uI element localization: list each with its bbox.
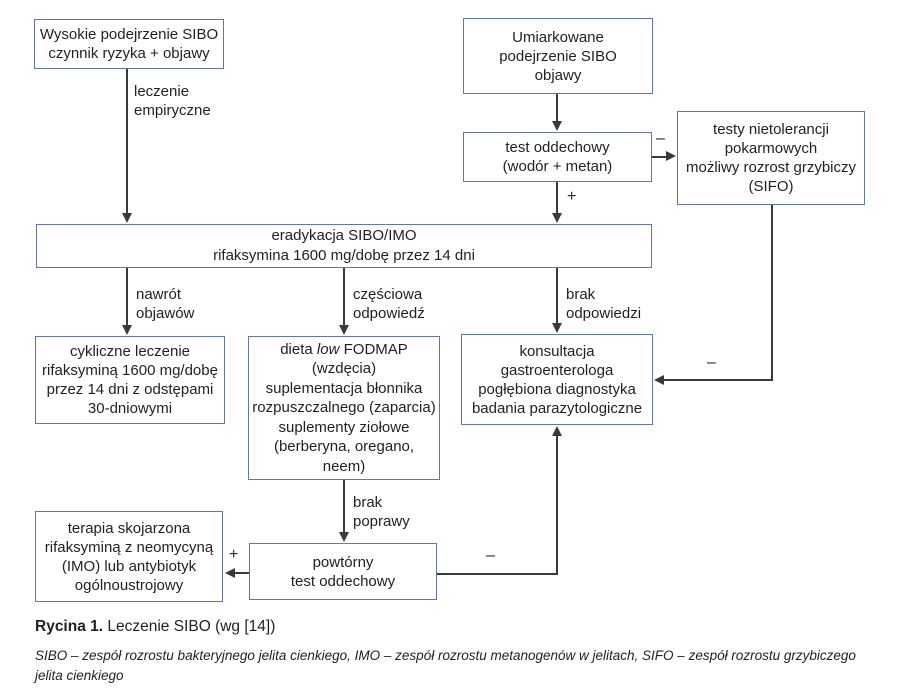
node-text-line: czynnik ryzyka + objawy xyxy=(48,45,210,62)
arrowhead-up-icon xyxy=(552,426,562,436)
node-text-line: rifaksyminą z neomycyną xyxy=(44,538,214,556)
arrowhead-down-icon xyxy=(122,325,132,335)
connector-line xyxy=(437,573,558,575)
node-text-line: 30-dniowymi xyxy=(87,400,173,417)
edge-sign-minus: – xyxy=(486,547,495,564)
node-high-suspicion: Wysokie podejrzenie SIBO czynnik ryzyka … xyxy=(34,19,224,69)
node-text-line: badania parazytologiczne xyxy=(471,399,643,417)
edge-label-no-improvement: brak poprawy xyxy=(353,494,410,530)
figure-caption: Rycina 1. Leczenie SIBO (wg [14]) xyxy=(35,618,275,636)
arrowhead-down-icon xyxy=(339,325,349,335)
arrowhead-left-icon xyxy=(225,568,235,578)
connector-line xyxy=(663,379,773,381)
node-text-line: dieta low FODMAP xyxy=(280,340,408,358)
connector-line xyxy=(234,572,249,574)
node-text-line: podejrzenie SIBO xyxy=(499,47,617,65)
arrowhead-down-icon xyxy=(552,121,562,131)
node-text-line: testy nietolerancji xyxy=(713,121,829,138)
connector-line xyxy=(126,268,128,326)
node-text-line: test oddechowy xyxy=(505,139,610,156)
node-text-line: cykliczne leczenie xyxy=(69,343,191,360)
arrowhead-left-icon xyxy=(654,375,664,385)
node-text-line: konsultacja xyxy=(519,342,595,360)
node-text-line: test oddechowy xyxy=(290,572,396,590)
arrowhead-down-icon xyxy=(552,213,562,223)
edge-label-symptom-relapse: nawrót objawów xyxy=(136,286,195,322)
node-text-line: powtórny xyxy=(312,553,374,571)
connector-line xyxy=(771,205,773,381)
node-text-line: (berberyna, oregano, xyxy=(273,438,415,456)
node-moderate-suspicion: Umiarkowane podejrzenie SIBO objawy xyxy=(463,18,653,94)
node-text-line: terapia skojarzona xyxy=(67,519,191,537)
edge-label-no-response: brak odpowiedzi xyxy=(566,286,642,322)
connector-line xyxy=(652,156,668,158)
node-eradication: eradykacja SIBO/IMO rifaksymina 1600 mg/… xyxy=(36,224,652,268)
node-text-line: rozpuszczalnego (zaparcia) xyxy=(252,399,436,417)
edge-label-partial-response: częściowa odpowiedź xyxy=(353,286,425,322)
node-text-line: (wodór + metan) xyxy=(502,158,613,175)
node-intolerance-tests: testy nietolerancji pokarmowych możliwy … xyxy=(677,111,865,205)
italic-term: low xyxy=(316,340,340,358)
figure-caption-label: Rycina 1. xyxy=(35,618,104,635)
connector-line xyxy=(126,69,128,215)
node-combined-therapy: terapia skojarzona rifaksyminą z neomycy… xyxy=(35,511,223,602)
arrowhead-down-icon xyxy=(552,323,562,333)
arrowhead-right-icon xyxy=(666,151,676,161)
connector-line xyxy=(556,94,558,123)
edge-sign-minus: – xyxy=(707,354,716,371)
node-text-line: rifaksymina 1600 mg/dobę przez 14 dni xyxy=(213,247,475,264)
figure-footnote-abbreviations: SIBO – zespół rozrostu bakteryjnego jeli… xyxy=(35,648,856,683)
node-text-line: Umiarkowane xyxy=(512,28,604,46)
node-text-line: (IMO) lub antybiotyk xyxy=(61,557,197,575)
arrowhead-down-icon xyxy=(339,532,349,542)
connector-line xyxy=(556,182,558,214)
edge-sign-minus: – xyxy=(656,130,665,147)
node-text-line: możliwy rozrost grzybiczy xyxy=(685,159,857,176)
figure-caption-text: Leczenie SIBO (wg [14]) xyxy=(103,618,276,635)
edge-sign-plus: + xyxy=(229,546,239,563)
connector-line xyxy=(343,268,345,326)
connector-line xyxy=(556,268,558,324)
node-breath-test: test oddechowy (wodór + metan) xyxy=(463,132,652,182)
node-repeat-breath-test: powtórny test oddechowy xyxy=(249,543,437,600)
node-text-line: (SIFO) xyxy=(748,178,794,195)
node-text-line: rifaksyminą 1600 mg/dobę xyxy=(42,362,218,379)
node-text-line: objawy xyxy=(534,66,582,84)
node-text-line: przez 14 dni z odstępami xyxy=(46,381,214,398)
arrowhead-down-icon xyxy=(122,213,132,223)
node-text-line: gastroenterologa xyxy=(500,361,614,379)
node-diet: dieta low FODMAP (wzdęcia) suplementacja… xyxy=(248,336,440,480)
edge-sign-plus: + xyxy=(567,188,577,205)
node-text-line: eradykacja SIBO/IMO xyxy=(271,227,417,244)
node-text-line: Wysokie podejrzenie SIBO xyxy=(39,26,219,43)
node-text-line: suplementacja błonnika xyxy=(265,379,423,397)
edge-label-empirical-treatment: leczenie empiryczne xyxy=(134,83,211,119)
node-text-line: pokarmowych xyxy=(724,140,818,157)
node-text-line: ogólnoustrojowy xyxy=(74,576,184,594)
connector-line xyxy=(556,435,558,574)
node-text-line: suplementy ziołowe xyxy=(278,418,410,436)
connector-line xyxy=(343,480,345,533)
node-text-line: pogłębiona diagnostyka xyxy=(478,380,636,398)
node-text-line: neem) xyxy=(322,457,366,475)
node-cyclic-treatment: cykliczne leczenie rifaksyminą 1600 mg/d… xyxy=(35,336,225,424)
node-gastro-consult: konsultacja gastroenterologa pogłębiona … xyxy=(461,334,653,425)
node-text-line: (wzdęcia) xyxy=(311,360,377,378)
